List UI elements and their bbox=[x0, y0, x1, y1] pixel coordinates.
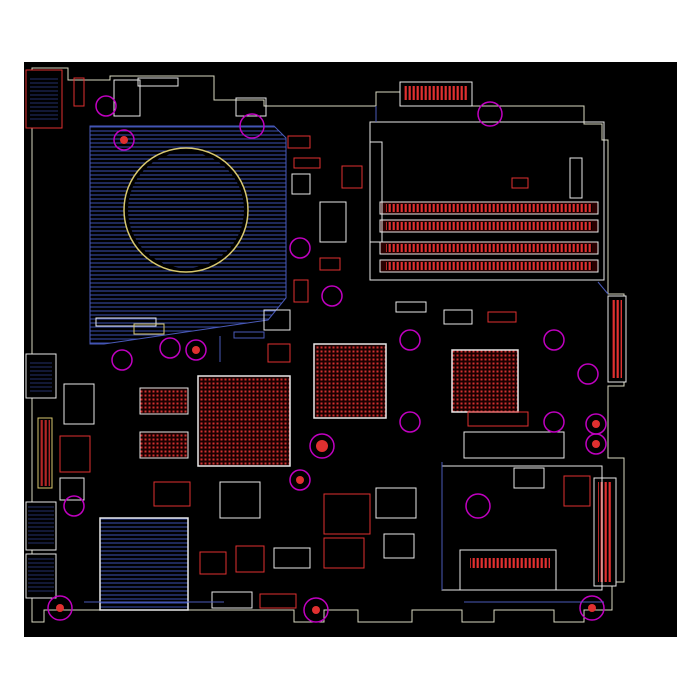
pcb-layout bbox=[25, 67, 627, 623]
dimm-slot-area bbox=[369, 121, 605, 281]
mem-chip-1 bbox=[139, 387, 189, 415]
fan-circle-inner bbox=[128, 152, 244, 268]
mounting-holes bbox=[47, 95, 607, 623]
mem-chip-2 bbox=[139, 431, 189, 459]
hole-centers bbox=[56, 136, 600, 614]
bga-chip-left bbox=[197, 375, 291, 467]
component-clusters bbox=[59, 77, 591, 609]
board-outline bbox=[31, 67, 625, 623]
traces bbox=[84, 106, 609, 603]
bga-chip-right bbox=[451, 349, 519, 413]
minipcie-slot bbox=[459, 549, 557, 591]
pcb-canvas bbox=[24, 62, 677, 637]
bga-chip-bottom-left bbox=[99, 517, 189, 611]
left-header bbox=[37, 417, 53, 489]
bga-chip-center bbox=[313, 343, 387, 419]
heatsink-label-block bbox=[95, 317, 157, 327]
